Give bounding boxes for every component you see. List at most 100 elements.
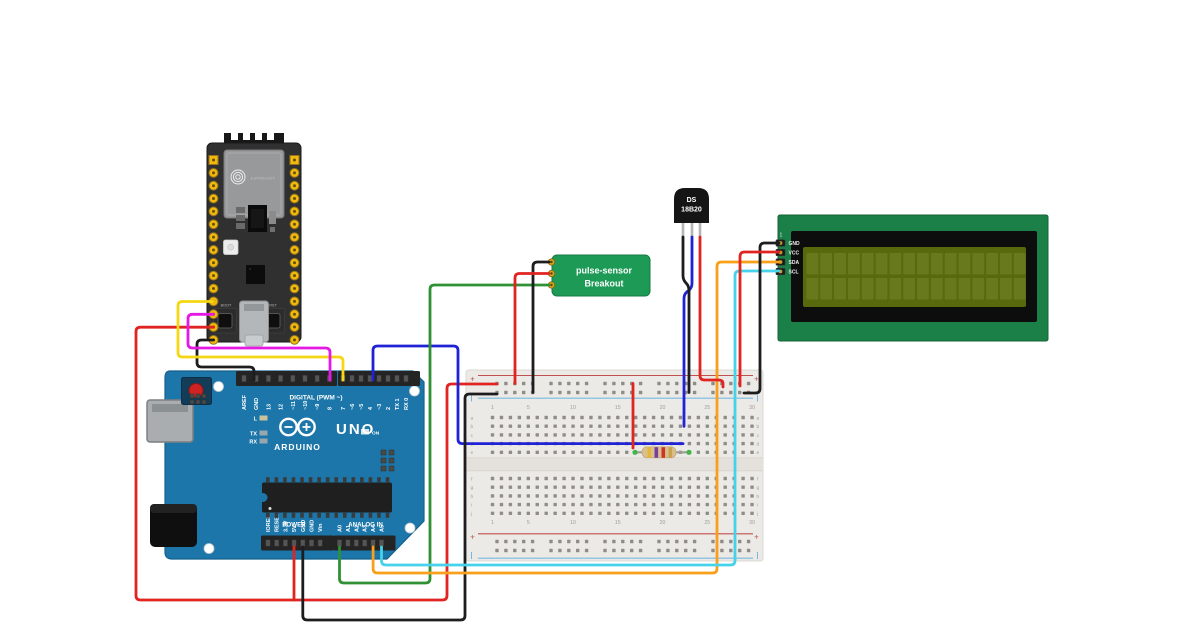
uno-pin-socket[interactable]: [314, 375, 320, 382]
wire-esp32-tx-d7[interactable]: [176, 300, 345, 382]
pullup-resistor[interactable]: [632, 446, 692, 459]
breadboard-hole: [723, 494, 727, 498]
uno-pin-socket[interactable]: [282, 539, 288, 547]
wire-d2-onewire[interactable]: [371, 344, 685, 445]
digital-header-left[interactable]: [236, 371, 337, 386]
wire-pulse-gnd[interactable]: [531, 260, 551, 394]
breadboard-hole: [571, 494, 575, 498]
uno-pin-socket[interactable]: [302, 375, 308, 382]
uno-pin-socket[interactable]: [358, 375, 364, 382]
uno-pin-socket[interactable]: [394, 375, 400, 382]
icsp-pin[interactable]: [189, 393, 195, 399]
icsp-headers[interactable]: [189, 393, 395, 472]
uno-pin-socket[interactable]: [376, 375, 382, 382]
icsp-pin[interactable]: [388, 457, 395, 464]
pulse-sensor-breakout[interactable]: pulse-sensor Breakout: [547, 254, 651, 297]
wire-a0-pulse[interactable]: [338, 283, 551, 585]
uno-pin-socket[interactable]: [241, 375, 247, 382]
uno-analog-label: ANALOG IN: [348, 522, 383, 529]
pin-hole: [212, 235, 215, 239]
uno-pin-socket[interactable]: [367, 375, 373, 382]
uno-pin-socket[interactable]: [403, 375, 409, 382]
breadboard-hole: [741, 433, 745, 437]
plus-mark: +: [470, 533, 475, 542]
espressif-logo-icon: [230, 169, 246, 185]
wire-lcd-vcc[interactable]: [738, 250, 781, 388]
uno-pin-label: ~6: [350, 404, 356, 410]
pin-hole: [550, 272, 553, 275]
boot-button[interactable]: [217, 313, 233, 329]
uno-pin-socket[interactable]: [265, 375, 271, 382]
breadboard-hole: [553, 502, 557, 507]
power-header[interactable]: [261, 535, 334, 551]
icsp-pin[interactable]: [201, 393, 207, 399]
breadboard-hole: [598, 494, 602, 498]
uno-pin-socket[interactable]: [265, 539, 271, 547]
pulse-pin-header[interactable]: [547, 258, 556, 289]
esp32-header-pins[interactable]: [208, 155, 300, 345]
breadboard-hole: [705, 485, 709, 489]
uno-pin-socket[interactable]: [379, 539, 384, 547]
icsp-pin[interactable]: [388, 465, 395, 472]
breadboard-row-letter: a: [470, 416, 473, 421]
icsp-pin[interactable]: [380, 457, 387, 464]
lcd-cell: [944, 253, 957, 275]
uno-pin-socket[interactable]: [345, 539, 351, 547]
wire-ds-vcc[interactable]: [698, 235, 725, 389]
chip-leg: [266, 477, 270, 483]
pin-hole: [550, 283, 553, 287]
uno-pin-socket[interactable]: [317, 539, 323, 547]
breadboard-hole: [607, 476, 611, 481]
wire-pulse-vcc[interactable]: [513, 272, 551, 385]
wire-ds-gnd[interactable]: [681, 235, 691, 394]
breadboard-row-letter: i: [471, 503, 472, 509]
uno-pin-socket[interactable]: [370, 539, 376, 547]
breadboard-column-number: 15: [615, 520, 621, 526]
breadboard-hole: [651, 485, 656, 489]
breadboard-hole: [750, 433, 754, 437]
esp32-devkit-board[interactable]: ESPRESSIF BOOT RST: [206, 133, 302, 347]
breadboard-hole: [490, 502, 495, 507]
breadboard-hole: [666, 548, 670, 553]
uno-pin-socket[interactable]: [309, 539, 314, 547]
wire-uno-gnd[interactable]: [301, 392, 499, 622]
breadboard-hole: [696, 415, 701, 420]
chip-leg: [291, 512, 296, 518]
breadboard-hole: [651, 415, 656, 420]
wire-lcd-gnd[interactable]: [742, 241, 781, 395]
uno-pin-socket[interactable]: [290, 375, 296, 382]
lcd-pin-label: SDA: [789, 260, 800, 266]
resistor-terminal-dot: [632, 449, 638, 455]
uno-pin-socket[interactable]: [300, 539, 306, 547]
uno-pin-socket[interactable]: [291, 539, 297, 547]
uno-pin-socket[interactable]: [278, 375, 284, 382]
uno-pin-socket[interactable]: [362, 539, 368, 547]
icsp-pin[interactable]: [195, 399, 201, 405]
wire-a5-scl[interactable]: [380, 269, 781, 567]
wire-a4-sda[interactable]: [371, 260, 781, 575]
wire-esp32-5v[interactable]: [134, 325, 499, 602]
uno-header-pins[interactable]: [241, 375, 409, 547]
uno-pin-socket[interactable]: [349, 375, 355, 382]
breadboard-row-letter: f: [471, 476, 473, 482]
ds18b20-temperature-sensor[interactable]: DS 18B20: [674, 188, 709, 240]
uno-pin-socket[interactable]: [274, 539, 280, 547]
breadboard-hole: [490, 450, 495, 454]
breadboard-row-letter: a: [756, 416, 759, 421]
icsp-pin[interactable]: [195, 393, 201, 399]
breadboard-hole: [741, 415, 745, 420]
icsp-pin[interactable]: [380, 449, 387, 456]
wire-esp32-rx-d8[interactable]: [186, 312, 332, 382]
uno-pin-socket[interactable]: [337, 539, 342, 547]
icsp-pin[interactable]: [388, 449, 395, 456]
icsp-pin[interactable]: [189, 399, 195, 405]
wire-esp32-gnd[interactable]: [195, 338, 256, 382]
uno-pin-socket[interactable]: [353, 539, 359, 547]
breadboard-row-letter: e: [470, 451, 473, 456]
uno-pin-socket[interactable]: [385, 375, 391, 382]
icsp-pin[interactable]: [201, 399, 207, 405]
icsp-pin[interactable]: [380, 465, 387, 472]
